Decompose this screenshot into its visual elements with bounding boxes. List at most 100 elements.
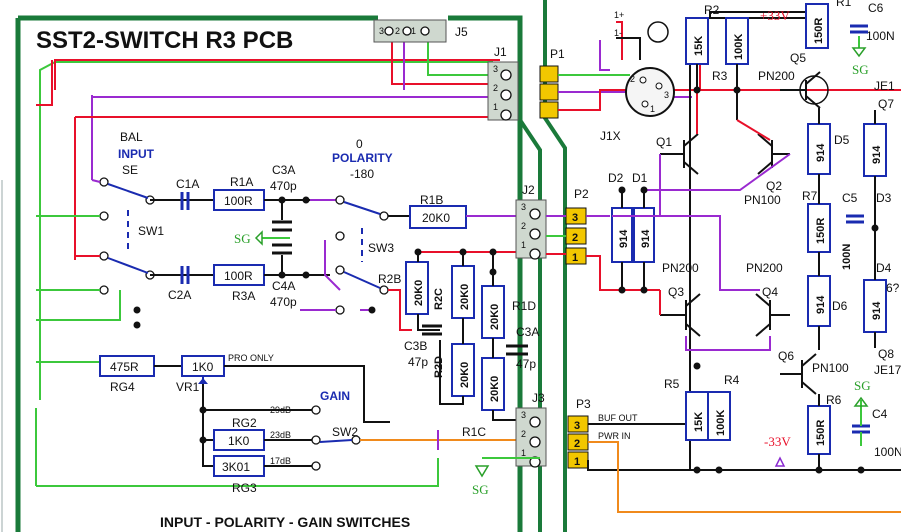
input-section-bal-label: BAL <box>120 130 143 144</box>
input-section-c3a-label: C3A <box>272 163 295 177</box>
output-section-d4-val-label: 6? <box>886 281 900 295</box>
output-section-d4-label: D4 <box>876 261 892 275</box>
output-section-c4-label: C4 <box>872 407 888 421</box>
output-section-q7-label: Q7 <box>878 97 894 111</box>
input-section-r3a-val-label: 100R <box>224 269 253 283</box>
j3-label: J3 <box>532 391 545 405</box>
board-footer: INPUT - POLARITY - GAIN SWITCHES <box>160 514 410 530</box>
input-section-r2b-label: R2B <box>378 272 401 286</box>
p1-label: P1 <box>550 47 565 61</box>
input-section-r1c-label: R1C <box>462 425 486 439</box>
connectors-j2-pins-1-label: 2 <box>521 221 526 231</box>
connectors-p2-pins-0-label: 3 <box>572 212 578 224</box>
gain-section-rg4-val-label: 475R <box>110 360 139 374</box>
connectors-j3-pins-2-label: 1 <box>521 448 526 458</box>
output-section-v-neg-label: -33V <box>764 434 791 449</box>
output-section-r4-label: R4 <box>724 373 740 387</box>
connectors-p3-pins-0-label: 3 <box>574 420 580 432</box>
input-section-input-label: INPUT <box>118 147 155 161</box>
output-section-pwr-in-label: PWR IN <box>598 431 631 441</box>
connectors-jack-minus-label: 1- <box>614 28 622 38</box>
input-section-r1d-label: R1D <box>512 299 536 313</box>
input-section-r1a-label: R1A <box>230 175 253 189</box>
gain-section-rg4-label: RG4 <box>110 380 135 394</box>
gain-section-rg3-val-label: 3K01 <box>222 460 250 474</box>
output-section-r1-val-label: 150R <box>813 18 825 44</box>
r1-resistor <box>805 3 829 49</box>
input-section-c3b-val-label: 47p <box>408 355 428 369</box>
output-section-q8-label: Q8 <box>878 347 894 361</box>
input-section-sw2-label: SW2 <box>332 425 358 439</box>
connectors-j2-pins-2-label: 1 <box>521 240 526 250</box>
output-section-pn200-label: PN200 <box>758 69 795 83</box>
gain-section-rg2-val-label: 1K0 <box>228 434 250 448</box>
output-section-r7-val-label: 150R <box>815 218 827 244</box>
input-section-r1a-val-label: 100R <box>224 194 253 208</box>
connectors-j1x-pins-1-label: 1 <box>650 104 655 114</box>
output-section-r3-val-label: 100K <box>733 34 745 60</box>
j2-label: J2 <box>522 183 535 197</box>
input-section-pol-180-label: -180 <box>350 167 374 181</box>
connectors-j1-pins-1-label: 2 <box>493 83 498 93</box>
connectors-j1-pins-2-label: 1 <box>493 102 498 112</box>
board-edge-right <box>543 0 567 532</box>
input-section-sg-label: SG <box>472 482 489 497</box>
output-section-d-val-label: 914 <box>815 143 827 162</box>
board-edge-cut <box>518 118 542 532</box>
input-section-c4a-label: C4A <box>272 279 295 293</box>
output-section-q3-label: Q3 <box>668 285 684 299</box>
j2-header <box>515 199 547 259</box>
connectors-j5-pins-1-label: 2 <box>395 26 400 36</box>
p3-label: P3 <box>576 397 591 411</box>
connectors-j1x-pins-2-label: 3 <box>664 90 669 100</box>
input-section-c3a-val-label: 470p <box>270 179 297 193</box>
output-section-q1-label: Q1 <box>656 135 672 149</box>
input-section-c2a-label: C2A <box>168 288 191 302</box>
output-section-r1-label: R1 <box>836 0 852 9</box>
output-section-pn100-label: PN100 <box>812 361 849 375</box>
input-section-c4a-val-label: 470p <box>270 295 297 309</box>
input-section-sg-label: SG <box>234 231 251 246</box>
output-section-d-val-label: 914 <box>871 145 883 164</box>
output-section-pn200-label: PN200 <box>746 261 783 275</box>
input-section-polarity-label: POLARITY <box>332 151 393 165</box>
output-section-v-pos-label: +33V <box>760 8 790 23</box>
input-section-c3a-2-val-label: 47p <box>516 357 536 371</box>
output-section-je1-label: JE1 <box>874 79 895 93</box>
gain-section-gain-label: GAIN <box>320 389 350 403</box>
output-section-d-val-label: 914 <box>640 229 652 248</box>
output-section-d-val-label: 914 <box>815 295 827 314</box>
connectors-j5-pins-2-label: 1 <box>411 26 416 36</box>
p2-label: P2 <box>574 187 589 201</box>
output-section-c-val-label: 100N <box>866 29 895 43</box>
gain-section-db17-label: 17dB <box>270 456 291 466</box>
output-section-r5-label: R5 <box>664 377 680 391</box>
output-section-sg-label: SG <box>852 62 869 77</box>
output-section-sg-label: SG <box>854 378 871 393</box>
output-section-q6-label: Q6 <box>778 349 794 363</box>
input-section-c1a-label: C1A <box>176 177 199 191</box>
input-section-r2d-val-label: 20K0 <box>459 362 471 388</box>
output-section-d5-label: D5 <box>834 133 850 147</box>
input-section-r1c-val-label: 20K0 <box>489 376 501 402</box>
input-section-c3b-label: C3B <box>404 339 427 353</box>
output-section-d2-label: D2 <box>608 171 624 185</box>
output-section-buf-out-label: BUF OUT <box>598 413 638 423</box>
r4-resistor <box>707 391 731 441</box>
gain-section-pro-only-label: PRO ONLY <box>228 353 274 363</box>
output-section-r2-label: R2 <box>704 3 720 17</box>
connectors-p2-pins-2-label: 1 <box>572 252 578 264</box>
j5-label: J5 <box>455 25 468 39</box>
output-section-d3-label: D3 <box>876 191 892 205</box>
output-section-q2-label: Q2 <box>766 179 782 193</box>
output-section-je17-label: JE17 <box>874 363 901 377</box>
connectors-p3-pins-1-label: 2 <box>574 438 580 450</box>
gain-section-vr1-label: VR1 <box>176 380 200 394</box>
input-section-r1d-val-label: 20K0 <box>489 304 501 330</box>
output-section-r5-val-label: 15K <box>693 412 705 432</box>
output-section-d6-label: D6 <box>832 299 848 313</box>
output-section-q4-label: Q4 <box>762 285 778 299</box>
input-section-r2c-val-label: 20K0 <box>459 284 471 310</box>
